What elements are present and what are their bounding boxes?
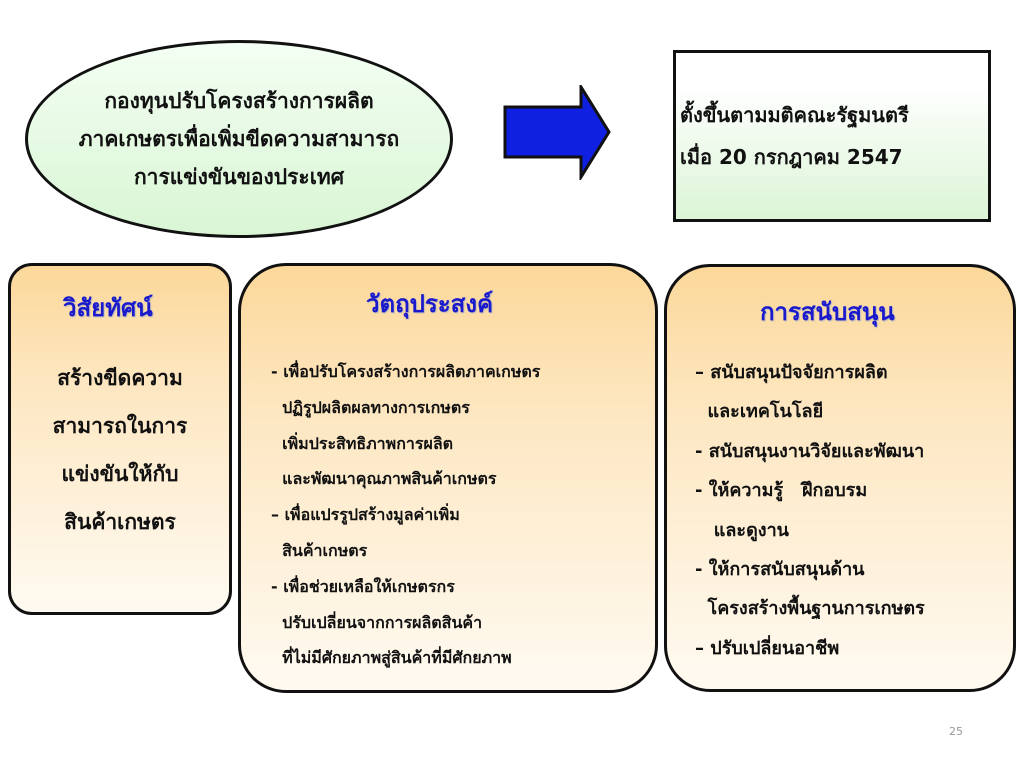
support-title: การสนับสนุน [760,298,895,326]
objective-line: ที่ไม่มีศักยภาพสู่สินค้าที่มีศักยภาพ [271,648,512,668]
right-arrow-icon [503,85,611,180]
objective-line: ปฏิรูปผลิตผลทางการเกษตร [271,397,470,417]
objective-line: สินค้าเกษตร [271,540,368,560]
established-line: เมื่อ 20 กรกฎาคม 2547 [680,145,903,169]
fund-ellipse: กองทุนปรับโครงสร้างการผลิต ภาคเกษตรเพื่อ… [25,40,453,238]
vision-line: สามารถในการ [52,414,188,438]
page-number: 25 [949,725,963,738]
vision-text: สร้างขีดความ สามารถในการ แข่งขันให้กับ ส… [11,354,229,546]
objective-line: เพิ่มประสิทธิภาพการผลิต [271,433,454,453]
objective-line: ปรับเปลี่ยนจากการผลิตสินค้า [271,612,483,632]
support-line: โครงสร้างพื้นฐานการเกษตร [695,598,925,620]
vision-title: วิสัยทัศน์ [63,294,153,322]
objectives-title: วัตถุประสงค์ [366,290,494,318]
objective-line: – เพื่อแปรรูปสร้างมูลค่าเพิ่ม [271,505,460,525]
vision-line: สร้างขีดความ [57,366,183,390]
support-line: - ให้การสนับสนุนด้าน [695,559,865,581]
objective-line: - เพื่อปรับโครงสร้างการผลิตภาคเกษตร [271,362,541,381]
support-line: – ปรับเปลี่ยนอาชีพ [695,637,840,659]
support-line: และดูงาน [695,519,789,541]
objectives-list: - เพื่อปรับโครงสร้างการผลิตภาคเกษตร ปฏิร… [271,354,540,676]
support-line: - สนับสนุนงานวิจัยและพัฒนา [695,440,925,462]
objective-line: และพัฒนาคุณภาพสินค้าเกษตร [271,469,497,489]
established-box: ตั้งขึ้นตามมติคณะรัฐมนตรี เมื่อ 20 กรกฎา… [673,50,991,222]
objectives-panel: วัตถุประสงค์ - เพื่อปรับโครงสร้างการผลิต… [238,263,658,693]
support-line: - ให้ความรู้ ฝึกอบรม [695,480,868,502]
support-list: – สนับสนุนปัจจัยการผลิต และเทคโนโลยี - ส… [695,353,925,668]
vision-line: แข่งขันให้กับ [61,462,179,486]
fund-line: กองทุนปรับโครงสร้างการผลิต [104,89,374,113]
support-line: และเทคโนโลยี [695,401,824,423]
vision-line: สินค้าเกษตร [64,510,176,534]
objective-line: - เพื่อช่วยเหลือให้เกษตรกร [271,576,455,596]
support-line: – สนับสนุนปัจจัยการผลิต [695,362,888,383]
fund-line: ภาคเกษตรเพื่อเพิ่มขีดความสามารถ [78,127,400,151]
established-line: ตั้งขึ้นตามมติคณะรัฐมนตรี [680,103,909,127]
support-panel: การสนับสนุน – สนับสนุนปัจจัยการผลิต และเ… [664,264,1016,692]
fund-line: การแข่งขันของประเทศ [133,165,345,189]
vision-panel: วิสัยทัศน์ สร้างขีดความ สามารถในการ แข่ง… [8,263,232,615]
